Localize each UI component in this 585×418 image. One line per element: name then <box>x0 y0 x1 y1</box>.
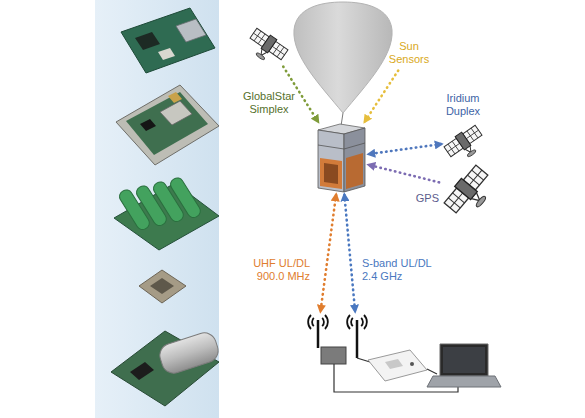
node-label: GlobalStar Simplex <box>236 90 302 115</box>
payload-panel <box>320 158 342 189</box>
laptop-base <box>427 376 501 387</box>
signal-link <box>321 195 337 311</box>
computer-board <box>121 8 215 73</box>
balloon <box>294 2 392 113</box>
signal-link <box>369 165 439 182</box>
cable <box>427 369 437 374</box>
payload-panel <box>324 163 338 184</box>
globalstar-satellite <box>244 27 289 69</box>
payload-seam <box>318 145 344 149</box>
chip <box>135 32 160 50</box>
chip-die <box>150 278 174 294</box>
transceiver-board <box>111 330 221 406</box>
payload-node <box>316 124 366 192</box>
antenna-mast <box>356 320 359 358</box>
sband-antenna <box>347 315 367 358</box>
satellite-node: GlobalStar Simplex <box>250 24 288 64</box>
uhf-antenna <box>308 315 328 348</box>
pcb <box>121 8 215 73</box>
module <box>176 19 206 42</box>
chip <box>140 119 156 131</box>
satellite-node: GPS <box>442 164 490 214</box>
laptop-display <box>443 347 485 373</box>
signal-link <box>344 195 355 311</box>
antenna-node <box>304 314 332 346</box>
sensor-node: Sun Sensors <box>386 40 432 68</box>
battery-cell <box>168 176 202 220</box>
connector <box>168 92 182 103</box>
link-label: S-band UL/DL 2.4 GHz <box>362 257 436 282</box>
shield <box>160 101 192 125</box>
radio-detail <box>385 359 403 369</box>
canister <box>157 330 221 376</box>
chip-carrier <box>139 270 186 303</box>
laptop <box>427 344 501 387</box>
sdr-radio <box>368 350 427 381</box>
payload-side <box>344 128 365 192</box>
radio-waves <box>308 315 328 329</box>
pcb <box>126 92 208 155</box>
node-label: Iridium Duplex <box>438 92 488 117</box>
signal-link <box>365 71 398 122</box>
chip <box>130 362 154 380</box>
sensor-chip <box>139 270 186 303</box>
link-label: UHF UL/DL 900.0 MHz <box>248 257 310 282</box>
radio-waves <box>347 315 367 329</box>
payload-seam <box>344 143 365 149</box>
signal-link <box>369 144 441 154</box>
payload-panel <box>346 153 363 189</box>
laptop-screen <box>440 344 488 376</box>
payload-box <box>318 124 365 192</box>
radio-board <box>116 85 219 165</box>
payload-front <box>318 130 344 192</box>
uhf-radio <box>321 347 346 364</box>
frame <box>116 85 219 165</box>
radio-port <box>410 362 414 366</box>
iridium-satellite <box>443 124 488 166</box>
node-label: GPS <box>411 192 439 205</box>
antenna-mast <box>317 320 320 348</box>
battery-board <box>114 176 219 250</box>
node-label: Sun Sensors <box>386 40 432 65</box>
radio-case <box>368 350 427 381</box>
antenna-node <box>342 314 372 350</box>
gps-satellite <box>442 163 498 222</box>
chip <box>158 48 175 60</box>
satellite-node: Iridium Duplex <box>444 124 482 158</box>
